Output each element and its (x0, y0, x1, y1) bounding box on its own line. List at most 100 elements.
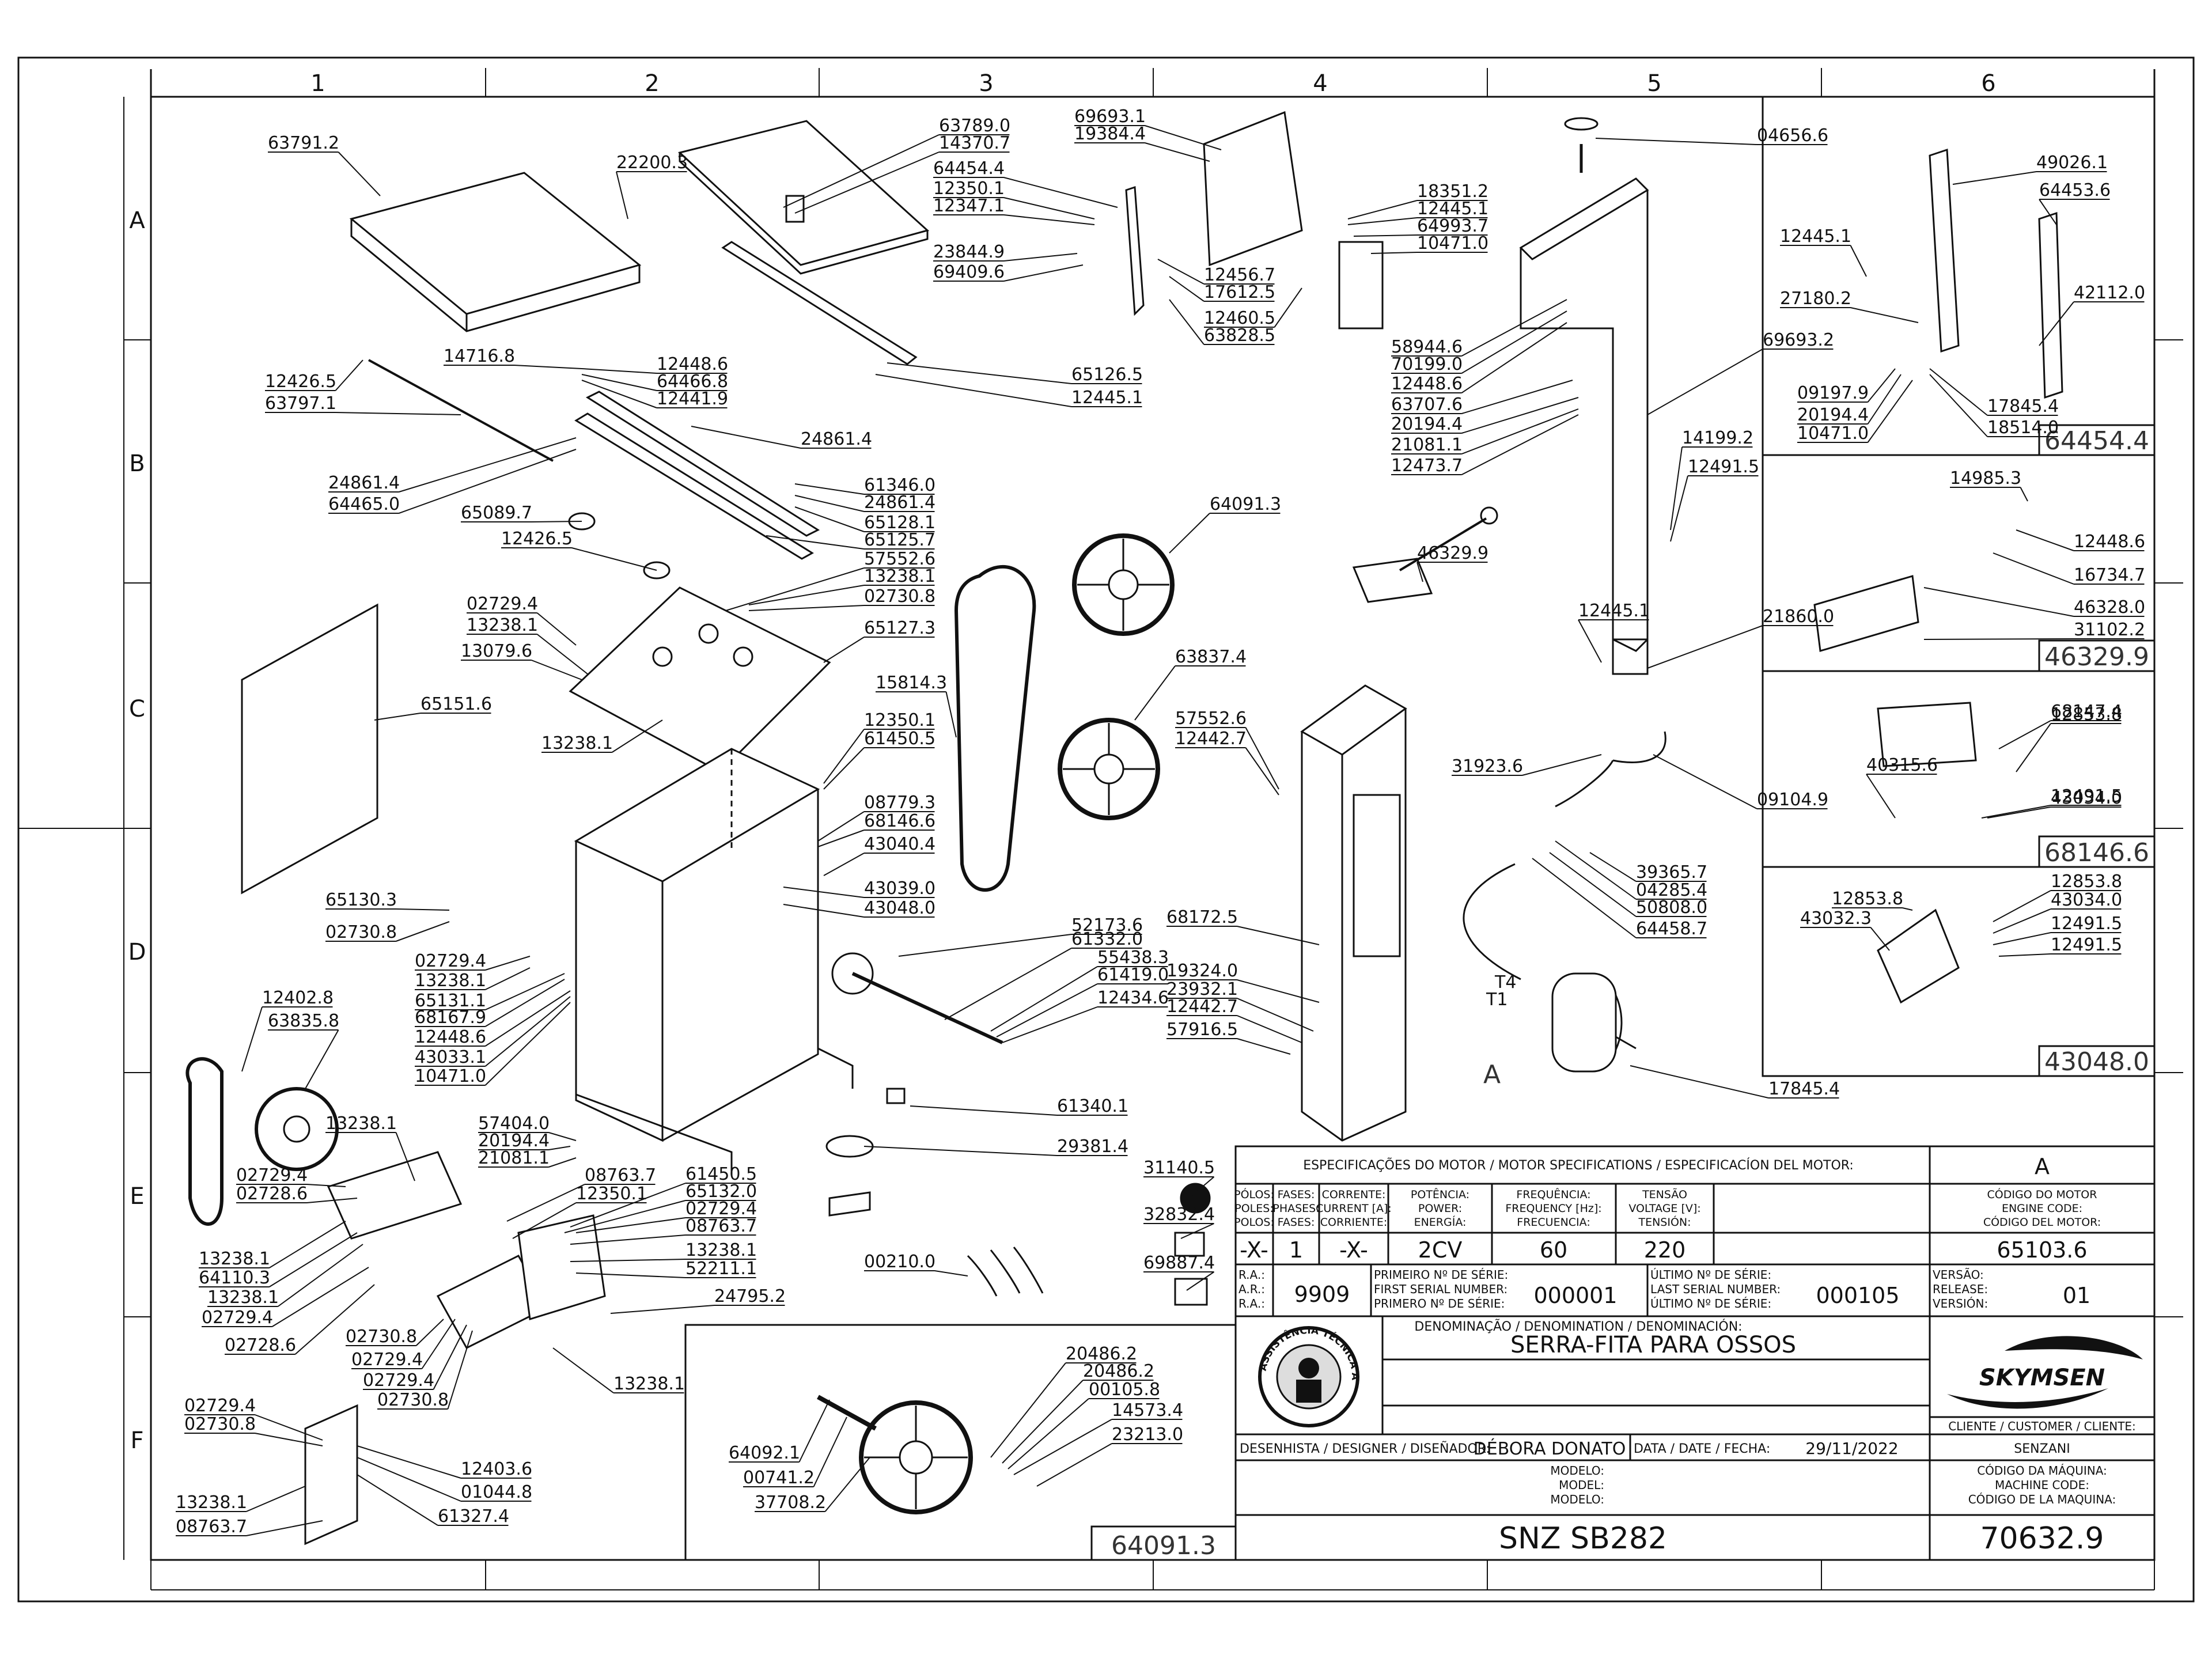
leader-line (548, 1146, 571, 1150)
leader-line (945, 691, 957, 738)
part-label: 65125.7 (864, 530, 935, 550)
motor-view-ref: A (2035, 1154, 2050, 1179)
leader-line (1595, 138, 1758, 145)
part-label: 63707.6 (1391, 395, 1463, 415)
spec-column-value: 60 (1540, 1237, 1567, 1263)
part-label: 24795.2 (714, 1286, 786, 1306)
part-label: 19324.0 (1166, 961, 1238, 981)
detail-frames (684, 96, 2156, 1561)
leader-line (1850, 245, 1867, 277)
spec-column-value: -X- (1339, 1237, 1368, 1263)
part-label: 43032.3 (1800, 908, 1872, 929)
grid-col-4: 4 (1313, 70, 1327, 97)
leader-line (447, 1330, 473, 1410)
motor-plate (569, 586, 831, 773)
grid-row-a: A (129, 207, 145, 234)
detail-label-46329: 46329.9 (2044, 642, 2149, 672)
leader-line (1013, 1419, 1112, 1475)
leader-line (1180, 1223, 1214, 1239)
saw-blade (954, 565, 1036, 892)
part-label: 24861.4 (328, 473, 400, 493)
part-label: 12448.6 (2074, 532, 2145, 552)
part-label: 69409.6 (933, 262, 1005, 282)
leader-line (255, 1414, 323, 1441)
part-label: 14716.8 (444, 346, 515, 366)
part-label: 13238.1 (415, 971, 486, 991)
motor-bracket (327, 1151, 463, 1240)
part-label: 63797.1 (265, 393, 336, 414)
leader-line (306, 1184, 346, 1187)
part-label: 42112.0 (2074, 283, 2145, 303)
leader-line (1134, 665, 1176, 721)
part-label: 12448.6 (415, 1027, 486, 1047)
part-label: 10471.0 (1417, 233, 1488, 253)
leader-line (305, 1029, 339, 1089)
guide-rail-2 (574, 412, 814, 560)
first-serial-label-1: PRIMEIRO Nº DE SÉRIE: (1374, 1268, 1508, 1282)
part-label: 20194.4 (1391, 414, 1463, 434)
leader-line (335, 412, 461, 415)
part-illustrations (185, 111, 2063, 1546)
leader-line (1647, 349, 1763, 415)
blade-guard (1300, 684, 1407, 1142)
leader-line (817, 830, 865, 847)
leader-line (1670, 475, 1688, 542)
part-label: 63791.2 (268, 133, 339, 153)
ra-label-1: R.A.: (1238, 1268, 1265, 1282)
leader-line (338, 151, 381, 196)
part-label: 18351.2 (1417, 181, 1488, 202)
flange-disc (831, 952, 874, 995)
leader-line (1461, 322, 1567, 393)
part-label: 65126.5 (1071, 365, 1143, 385)
leader-line (421, 1319, 456, 1369)
part-label: 69693.1 (1074, 107, 1146, 127)
part-label: 12853.8 (2051, 704, 2122, 725)
part-label: 21081.1 (1391, 435, 1463, 455)
part-label: 14199.2 (1682, 428, 1753, 448)
leader-line (1555, 840, 1637, 900)
part-label: 12853.8 (2051, 872, 2122, 892)
part-label: 63828.5 (1204, 325, 1275, 346)
leader-line (1987, 806, 2051, 819)
leader-line (1981, 805, 2051, 819)
leader-line (396, 921, 450, 942)
leader-line (1461, 397, 1579, 434)
leader-line (611, 719, 663, 753)
leader-line (575, 1217, 686, 1233)
leader-line (1630, 1065, 1769, 1099)
part-label: 23213.0 (1112, 1425, 1183, 1445)
part-label: 68146.6 (864, 811, 935, 831)
top-rail (721, 241, 918, 365)
part-label: 52211.1 (685, 1259, 757, 1279)
part-label: 64453.6 (2039, 180, 2111, 200)
part-label: 64466.8 (657, 372, 728, 392)
main-shaft (851, 972, 1003, 1044)
part-label: 02728.6 (236, 1184, 308, 1204)
leader-line (306, 1198, 358, 1203)
part-label: 02730.8 (184, 1414, 256, 1434)
part-label: 12350.1 (864, 710, 935, 730)
spec-column-value: 1 (1289, 1237, 1303, 1263)
part-label: 65132.0 (685, 1181, 757, 1202)
leader-line (1192, 1176, 1215, 1196)
leader-line (548, 1157, 577, 1168)
leader-line (766, 535, 865, 550)
leader-line (395, 1132, 415, 1181)
spec-column-heading: FRECUENCIA: (1517, 1216, 1590, 1229)
brand-text: SKYMSEN (1979, 1365, 2105, 1391)
part-label: 23844.9 (933, 242, 1005, 262)
part-label: 12491.5 (1688, 457, 1759, 477)
part-label: 09104.9 (1757, 790, 1828, 810)
part-label: 17845.4 (1768, 1079, 1840, 1099)
leader-line (1003, 197, 1095, 219)
date-value: 29/11/2022 (1805, 1439, 1898, 1458)
pulley (255, 1087, 339, 1171)
denomination-label: DENOMINAÇÃO / DENOMINATION / DENOMINACIÓ… (1414, 1319, 1742, 1334)
version-label-2: RELEASE: (1933, 1282, 1988, 1296)
part-label: 61419.0 (1097, 965, 1169, 985)
part-label: 00105.8 (1089, 1380, 1160, 1400)
version-label-3: VERSIÓN: (1933, 1297, 1988, 1310)
leader-line (1998, 953, 2051, 957)
model-label-1: MODELO: (1550, 1464, 1604, 1478)
